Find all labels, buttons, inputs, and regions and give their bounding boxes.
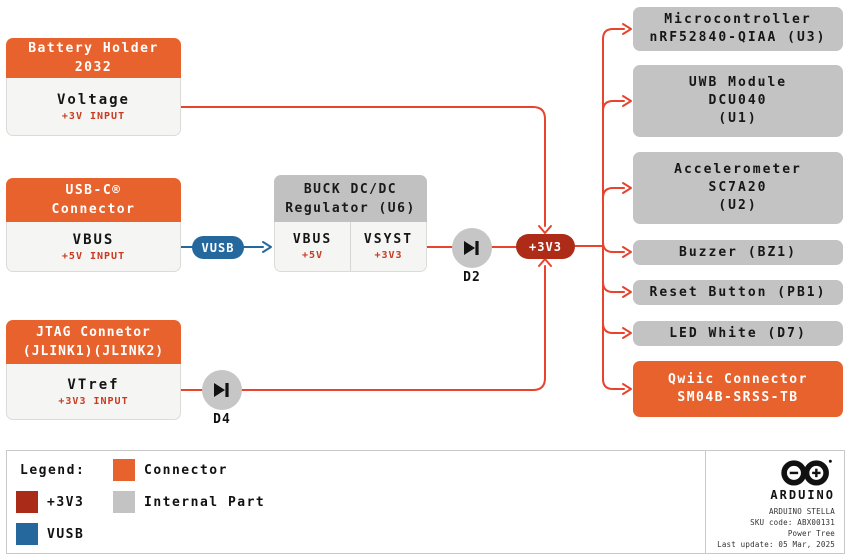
arrow-right-icon — [262, 241, 272, 253]
legend-label-internal-part: Internal Part — [144, 495, 266, 510]
usb-c-header: USB-C® Connector — [6, 178, 181, 222]
load-line: SC7A20 — [708, 180, 768, 195]
load-line: Microcontroller — [664, 12, 812, 27]
block-title-line: Battery Holder — [28, 41, 159, 56]
diode-d4 — [202, 370, 242, 410]
usb-c-connector-block: USB-C® Connector VBUS +5V INPUT — [6, 178, 181, 272]
branch-led — [602, 322, 625, 334]
vusb-net-pill: VUSB — [192, 236, 244, 259]
arrow-right-icon — [622, 23, 632, 35]
meta-product: ARDUINO STELLA — [768, 507, 835, 516]
usb-pin-label: VBUS — [72, 231, 115, 248]
jtag-body: VTref +3V3 INPUT — [6, 364, 181, 420]
block-title-line: JTAG Connetor — [36, 325, 151, 340]
load-box-qwiic-connector: Qwiic Connector SM04B-SRSS-TB — [633, 361, 843, 417]
load-box-led-white: LED White (D7) — [633, 321, 843, 346]
load-line: Buzzer (BZ1) — [679, 244, 797, 260]
load-line: Accelerometer — [674, 162, 802, 177]
usb-voltage-note: +5V INPUT — [61, 250, 126, 262]
legend-label-vusb: VUSB — [47, 527, 85, 542]
load-line: Qwiic Connector — [668, 372, 808, 387]
load-box-uwb-module: UWB Module DCU040 (U1) — [633, 65, 843, 137]
block-title-line: BUCK DC/DC — [303, 181, 398, 197]
branch-microcontroller — [602, 28, 625, 40]
legend-title: Legend: — [20, 463, 86, 478]
battery-holder-block: Battery Holder 2032 Voltage +3V INPUT — [6, 38, 181, 136]
legend-swatch-3v3 — [16, 491, 38, 513]
diode-icon — [214, 383, 229, 397]
block-title-line: (JLINK1)(JLINK2) — [22, 344, 165, 359]
usb-c-body: VBUS +5V INPUT — [6, 222, 181, 272]
load-line: SM04B-SRSS-TB — [677, 390, 799, 405]
load-line: Reset Button (PB1) — [649, 284, 827, 300]
battery-pin-label: Voltage — [56, 91, 130, 108]
block-title-line: Regulator (U6) — [285, 200, 416, 216]
jtag-voltage-note: +3V3 INPUT — [58, 395, 129, 407]
arrow-right-icon — [622, 286, 632, 298]
battery-holder-body: Voltage +3V INPUT — [6, 78, 181, 136]
document-meta: ARDUINO STELLA SKU code: ABX00131 Power … — [706, 506, 835, 550]
branch-accelerometer — [602, 187, 625, 199]
arrow-right-icon — [622, 327, 632, 339]
load-line: nRF52840-QIAA (U3) — [649, 30, 827, 45]
meta-doc-type: Power Tree — [787, 529, 835, 538]
legend-swatch-vusb — [16, 523, 38, 545]
buck-regulator-header: BUCK DC/DC Regulator (U6) — [274, 175, 427, 222]
buck-vsyst-pin: VSYST — [363, 232, 414, 247]
load-line: UWB Module — [688, 75, 788, 90]
brand-wordmark: ARDUINO — [770, 488, 835, 502]
load-box-reset-button: Reset Button (PB1) — [633, 280, 843, 305]
branch-reset — [602, 281, 625, 293]
buck-regulator-body: VBUS +5V VSYST +3V3 — [274, 222, 427, 272]
arrow-up-icon — [538, 258, 552, 267]
arduino-logo-icon — [779, 458, 835, 490]
legend-swatch-internal-part — [113, 491, 135, 513]
brand-panel: ARDUINO ARDUINO STELLA SKU code: ABX0013… — [706, 450, 837, 552]
load-box-accelerometer: Accelerometer SC7A20 (U2) — [633, 152, 843, 224]
buck-vbus-cell: VBUS +5V — [275, 222, 350, 271]
block-title-line: Connector — [51, 202, 136, 217]
diode-d4-label: D4 — [213, 412, 231, 427]
meta-sku: SKU code: ABX00131 — [750, 518, 835, 527]
load-box-microcontroller: Microcontroller nRF52840-QIAA (U3) — [633, 7, 843, 51]
load-line: (U1) — [718, 111, 758, 126]
meta-last-update: Last update: 05 Mar, 2025 — [717, 540, 835, 549]
jtag-wire — [180, 265, 546, 391]
block-title-line: USB-C® — [65, 183, 122, 198]
battery-wire — [180, 106, 546, 227]
buck-vsyst-cell: VSYST +3V3 — [350, 222, 426, 271]
jtag-connector-block: JTAG Connetor (JLINK1)(JLINK2) VTref +3V… — [6, 320, 181, 420]
battery-voltage-note: +3V INPUT — [61, 110, 126, 122]
jtag-header: JTAG Connetor (JLINK1)(JLINK2) — [6, 320, 181, 364]
legend-label-3v3: +3V3 — [47, 495, 85, 510]
arrow-right-icon — [622, 383, 632, 395]
load-box-buzzer: Buzzer (BZ1) — [633, 240, 843, 265]
branch-qwiic — [602, 378, 625, 390]
arrow-down-icon — [538, 225, 552, 234]
buck-vsyst-note: +3V3 — [374, 250, 403, 261]
v3v3-net-pill: +3V3 — [516, 234, 575, 259]
legend-label-connector: Connector — [144, 463, 228, 478]
jtag-pin-label: VTref — [67, 376, 120, 393]
diode-d2-label: D2 — [463, 270, 481, 285]
branch-uwb — [602, 100, 625, 112]
legend-swatch-connector — [113, 459, 135, 481]
arrow-right-icon — [622, 246, 632, 258]
diode-d2 — [452, 228, 492, 268]
buck-vbus-note: +5V — [301, 250, 324, 261]
load-line: LED White (D7) — [669, 325, 807, 341]
diode-icon — [464, 241, 479, 255]
buck-regulator-block: BUCK DC/DC Regulator (U6) VBUS +5V VSYST… — [274, 175, 427, 272]
block-title-line: 2032 — [74, 60, 113, 75]
load-line: DCU040 — [708, 93, 768, 108]
arrow-right-icon — [622, 182, 632, 194]
branch-buzzer — [602, 241, 625, 253]
buck-vbus-pin: VBUS — [292, 232, 333, 247]
footer-divider — [705, 450, 706, 553]
arrow-right-icon — [622, 95, 632, 107]
battery-holder-header: Battery Holder 2032 — [6, 38, 181, 78]
load-line: (U2) — [718, 198, 758, 213]
